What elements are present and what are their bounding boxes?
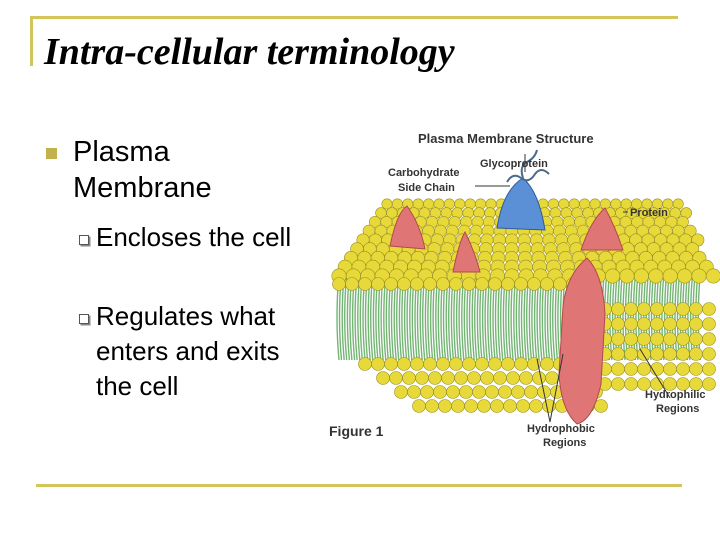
protein-cone-right <box>580 207 624 251</box>
frame-left-rule <box>30 16 33 66</box>
label-hydrophilic-line1: Hydrophilic <box>645 389 706 401</box>
phospholipid-heads <box>331 198 720 413</box>
bullet-plasma-membrane: Plasma Membrane <box>73 136 212 204</box>
figure-title: Plasma Membrane Structure <box>418 131 594 146</box>
sub-bullet-regulates: Regulates what enters and exits the cell <box>96 301 280 401</box>
transmembrane-protein <box>558 257 606 425</box>
sub-bullet-encloses: Encloses the cell <box>96 222 292 252</box>
label-carbohydrate-line1: Carbohydrate <box>388 167 460 179</box>
frame-top-rule <box>30 16 678 19</box>
label-glycoprotein: Glycoprotein <box>480 158 548 170</box>
label-carbohydrate-line2: Side Chain <box>398 182 455 194</box>
carbohydrate-chain <box>506 149 550 183</box>
leader-lines <box>475 154 671 423</box>
label-hydrophobic-line2: Regions <box>543 437 586 449</box>
label-hydrophobic-line1: Hydrophobic <box>527 423 595 435</box>
checkbox-bullet-icon <box>79 314 89 324</box>
protein-cone-center <box>452 230 481 273</box>
glycoprotein-shape <box>496 177 546 231</box>
protein-cone-left <box>389 205 426 250</box>
label-hydrophilic-line2: Regions <box>656 403 699 415</box>
label-protein: Protein <box>630 207 668 219</box>
slide-title: Intra-cellular terminology <box>44 31 455 73</box>
square-bullet-icon <box>46 148 57 159</box>
plasma-membrane-figure: Plasma Membrane Structure Glycoprotein C… <box>329 131 720 449</box>
checkbox-bullet-icon <box>79 235 89 245</box>
frame-bottom-rule <box>36 484 682 487</box>
figure-caption: Figure 1 <box>329 423 384 439</box>
